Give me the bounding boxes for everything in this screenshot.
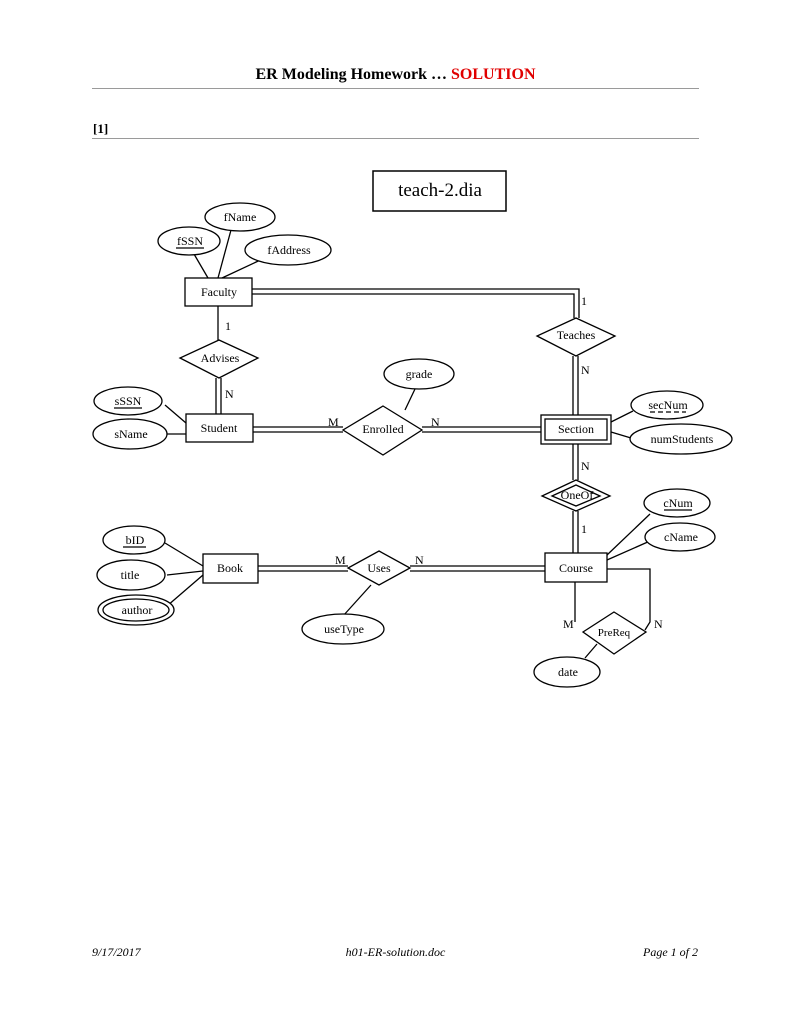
- label-sname: sName: [114, 427, 147, 441]
- card-student-enrolled: M: [328, 415, 339, 429]
- card-section-oneof: N: [581, 459, 590, 473]
- label-enrolled: Enrolled: [362, 422, 403, 436]
- section-label: [1]: [93, 121, 109, 136]
- entity-section-inner: [544, 418, 608, 441]
- attr-date: [533, 656, 601, 688]
- label-bid: bID: [126, 533, 145, 547]
- title-accent: SOLUTION: [451, 66, 536, 83]
- label-usetype: useType: [324, 622, 364, 636]
- entity-student: [185, 413, 254, 443]
- file-label: teach-2.dia: [398, 180, 482, 201]
- card-faculty-teaches: 1: [581, 294, 587, 308]
- rel-enrolled: [341, 405, 424, 456]
- attr-cnum: [643, 488, 711, 518]
- card-enrolled-section: N: [431, 415, 440, 429]
- er-diagram: teach-2.dia Faculty Student Section Book…: [92, 170, 733, 688]
- page-title: ER Modeling Homework … SOLUTION: [0, 66, 791, 84]
- card-advises-student: N: [225, 387, 234, 401]
- attr-numstudents: [629, 423, 733, 455]
- attr-author: [97, 594, 175, 626]
- attr-title: [96, 559, 166, 591]
- label-fssn: fSSN: [177, 234, 203, 248]
- label-uses: Uses: [367, 561, 391, 575]
- label-title: title: [121, 568, 140, 582]
- label-numstudents: numStudents: [651, 432, 714, 446]
- file-label-box: [372, 170, 507, 212]
- footer-date: 9/17/2017: [92, 945, 141, 959]
- label-course: Course: [559, 561, 593, 575]
- rel-teaches: [535, 317, 617, 357]
- attr-author-inner: [102, 598, 170, 622]
- attr-sname: [92, 418, 168, 450]
- rel-prereq: [581, 611, 648, 655]
- section-rule: [92, 138, 699, 139]
- footer-file: h01-ER-solution.doc: [345, 945, 446, 959]
- card-oneof-course: 1: [581, 522, 587, 536]
- label-cname: cName: [664, 530, 698, 544]
- label-cnum: cNum: [663, 496, 693, 510]
- label-section: Section: [558, 422, 594, 436]
- attr-fname: [204, 202, 276, 232]
- attr-sssn: [93, 386, 163, 416]
- card-prereq-m: M: [563, 617, 574, 631]
- attr-usetype: [301, 613, 385, 645]
- label-fname: fName: [224, 210, 257, 224]
- footer-page: Page 1 of 2: [643, 945, 698, 959]
- card-faculty-advises: 1: [225, 319, 231, 333]
- attr-grade: [383, 358, 455, 390]
- label-prereq: PreReq: [598, 627, 631, 639]
- label-date: date: [558, 665, 578, 679]
- label-student: Student: [201, 421, 238, 435]
- entity-course: [544, 552, 608, 583]
- label-author: author: [122, 603, 153, 617]
- title-text: ER Modeling Homework …: [255, 66, 448, 83]
- entity-faculty: [184, 277, 253, 307]
- header-rule: [92, 88, 699, 89]
- label-book: Book: [217, 561, 243, 575]
- label-teaches: Teaches: [557, 328, 596, 342]
- attr-bid: [102, 525, 166, 555]
- attr-fssn: [157, 226, 221, 256]
- label-grade: grade: [406, 367, 433, 381]
- card-book-uses: M: [335, 553, 346, 567]
- attr-cname: [644, 522, 716, 552]
- attr-faddress: [244, 234, 332, 266]
- rel-uses: [346, 550, 412, 586]
- card-teaches-section: N: [581, 363, 590, 377]
- entity-section: [540, 414, 612, 445]
- label-sssn: sSSN: [115, 394, 142, 408]
- entity-book: [202, 553, 259, 584]
- label-faddress: fAddress: [267, 243, 311, 257]
- card-prereq-n: N: [654, 617, 663, 631]
- rel-advises: [178, 339, 260, 379]
- label-advises: Advises: [201, 351, 240, 365]
- label-secnum: secNum: [648, 398, 688, 412]
- rel-oneof-inner: [550, 484, 602, 507]
- label-oneof: OneOf: [561, 488, 594, 502]
- card-uses-course: N: [415, 553, 424, 567]
- label-faculty: Faculty: [201, 285, 237, 299]
